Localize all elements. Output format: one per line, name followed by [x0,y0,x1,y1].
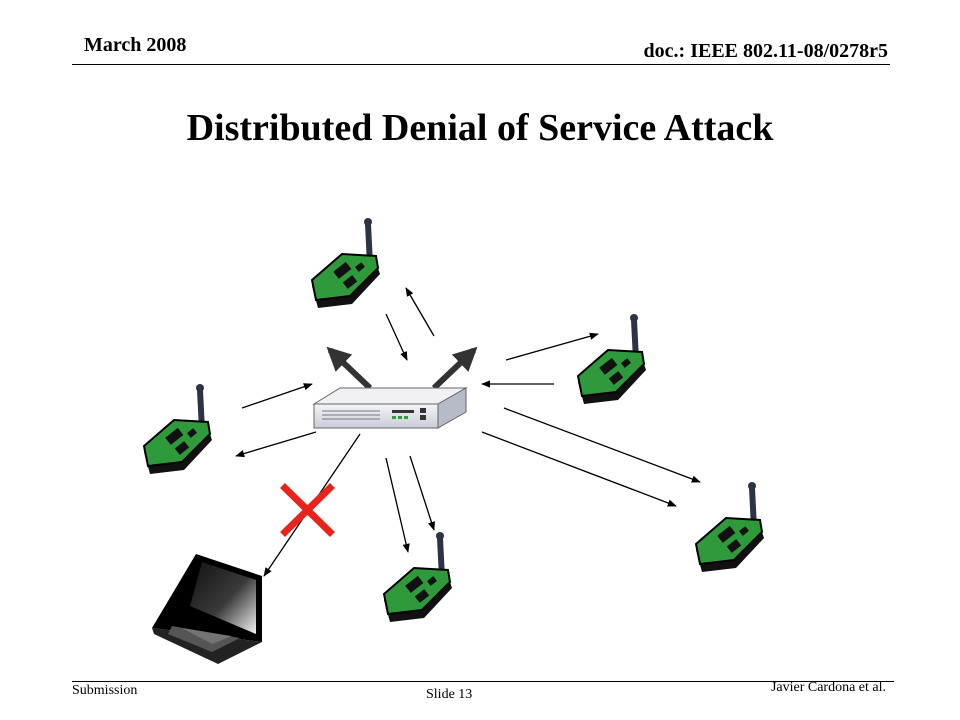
wireless-device-icon [384,532,452,622]
wireless-device-icon [696,482,764,572]
blocked-x-icon [280,483,335,537]
arrow-icon [235,287,701,577]
header-divider [72,64,890,65]
header-date: March 2008 [84,34,187,56]
footer-submission: Submission [72,683,138,698]
laptop-icon [152,554,262,664]
wireless-device-icon [312,218,380,308]
footer-slide-number: Slide 13 [426,687,473,702]
slide-title: Distributed Denial of Service Attack [186,107,774,149]
header-doc-id: doc.: IEEE 802.11-08/0278r5 [643,40,888,62]
wireless-device-icon [578,314,646,404]
footer-author: Javier Cardona et al. [770,680,886,695]
footer-divider [72,681,894,682]
router-icon [312,346,478,429]
wireless-device-icon [144,384,212,474]
